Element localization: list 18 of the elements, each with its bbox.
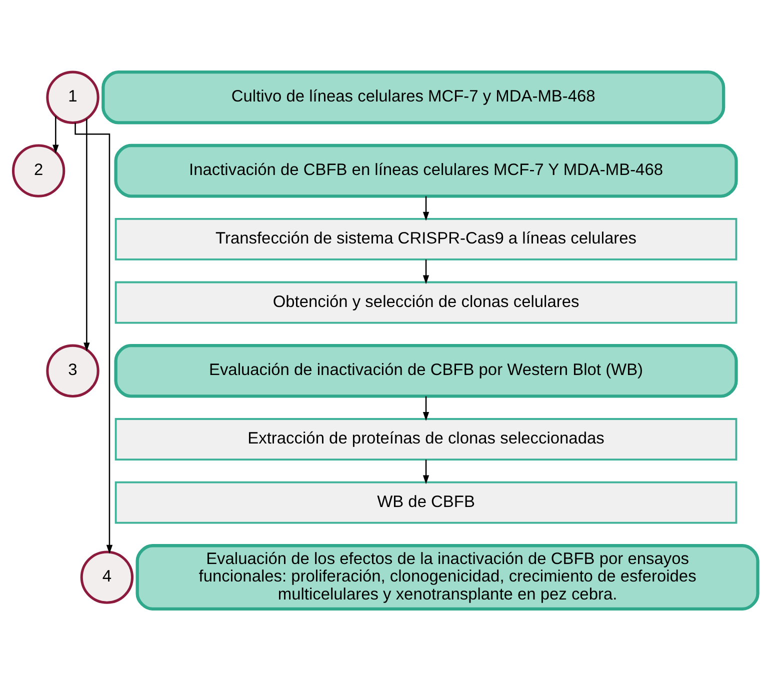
node-circle: 3 xyxy=(46,344,100,397)
arrow xyxy=(84,118,90,351)
arrow xyxy=(74,122,113,554)
arrow xyxy=(52,116,59,154)
arrow xyxy=(422,396,430,420)
arrow xyxy=(422,196,430,220)
node-box: Transfección de sistema CRISPR-Cas9 a líneas celulares xyxy=(114,218,738,260)
node-circle: 1 xyxy=(46,70,100,124)
arrow xyxy=(422,459,430,484)
node-box: Evaluación de los efectos de la inactivación de CBFB por ensayos funcionales: proliferación, clonogenicidad, crecimiento de esferoides multicelulares y xenotransplante en pez cebra. xyxy=(136,544,760,610)
node-box: Evaluación de inactivación de CBFB por Western Blot (WB) xyxy=(114,343,738,398)
node-box: Extracción de proteínas de clonas seleccionadas xyxy=(114,418,738,460)
node-box: Obtención y selección de clonas celulares xyxy=(114,280,738,324)
node-box: Inactivación de CBFB en líneas celulares MCF-7 Y MDA-MB-468 xyxy=(114,143,738,198)
node-circle: 4 xyxy=(80,550,134,604)
arrow xyxy=(422,259,430,284)
node-box: WB de CBFB xyxy=(114,480,738,524)
node-box: Cultivo de líneas celulares MCF-7 y MDA-MB-468 xyxy=(102,70,726,124)
